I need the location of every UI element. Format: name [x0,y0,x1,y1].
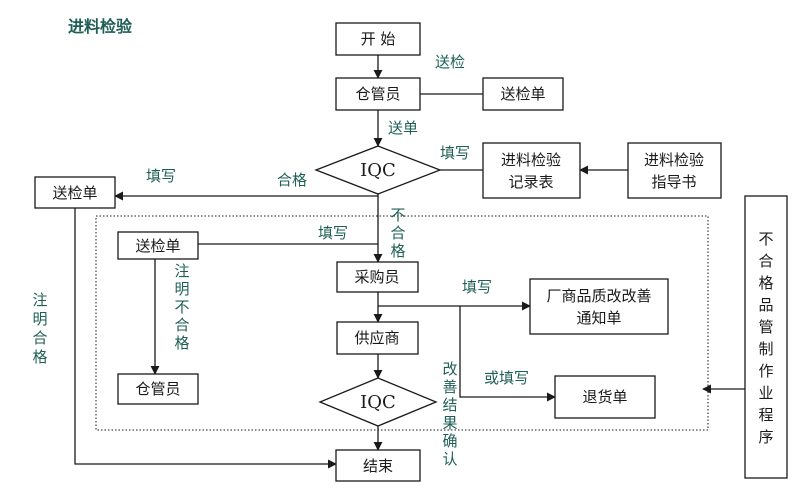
label-note-unqualified-char: 注 [174,262,189,280]
guide-book-label-1: 进料检验 [644,151,704,169]
inspection-form-right-label: 送检单 [500,85,545,103]
label-fill-inner: 填写 [318,224,348,242]
inspection-form-right-node: 送检单 [482,77,564,111]
procedure-char: 品 [758,296,773,314]
improvement-notice-label-1: 厂商品质改改善 [546,287,651,305]
guide-book-node: 进料检验 指导书 [627,142,722,199]
inspection-form-left-node: 送检单 [34,176,116,209]
label-fill-record: 填写 [440,144,470,162]
label-improve-confirm-char: 确 [442,432,457,450]
label-send-inspect: 送检 [435,53,465,71]
label-improve-confirm-char: 结 [442,396,457,414]
label-note-qualified-char: 格 [32,348,47,366]
label-note-unqualified-char: 明 [174,280,189,298]
warehouse-keeper-inner-label: 仓管员 [135,380,180,398]
label-note-qualified-char: 合 [32,329,47,347]
procedure-char: 制 [758,340,773,358]
label-note-qualified-char: 明 [32,310,47,328]
procedure-char: 管 [758,318,773,336]
purchaser-node: 采购员 [336,261,419,293]
improvement-notice-label-2: 通知单 [576,309,621,327]
start-node: 开 始 [335,22,421,56]
arrow-left-form-to-end [74,208,337,469]
procedure-char: 程 [758,406,773,424]
inspection-form-inner-node: 送检单 [117,231,199,260]
inspection-form-left-label: 送检单 [52,184,97,202]
iqc-first-decision: IQC [314,145,442,195]
procedure-char: 序 [758,428,773,446]
record-table-node: 进料检验 记录表 [482,142,581,199]
purchaser-label: 采购员 [354,268,399,286]
nonconforming-region [95,215,709,431]
supplier-node: 供应商 [336,321,419,355]
label-unqualified: 不合格 [390,206,405,260]
warehouse-keeper-node: 仓管员 [335,77,421,111]
label-note-unqualified-char: 格 [174,334,189,352]
procedure-char: 合 [758,252,773,270]
arrow-iqc-qualified [114,191,379,201]
arrow-to-return-form [459,306,556,402]
supplier-label: 供应商 [354,329,399,347]
iqc-second-decision: IQC [318,377,438,427]
label-qualified: 合格 [277,171,307,189]
record-table-label-2: 记录表 [508,173,553,191]
page-title: 进料检验 [68,17,133,36]
iqc-second-label: IQC [360,392,396,413]
label-improve-confirm-char: 善 [442,378,457,396]
label-fill-improve: 填写 [462,278,492,296]
label-or-fill: 或填写 [484,369,529,387]
iqc-first-label: IQC [360,160,396,181]
start-node-label: 开 始 [361,30,396,48]
warehouse-keeper-label: 仓管员 [355,85,400,103]
label-send-form: 送单 [388,119,418,137]
label-unqualified-char: 不 [390,206,405,224]
procedure-char: 业 [758,384,773,402]
label-unqualified-char: 合 [390,224,405,242]
guide-book-label-2: 指导书 [651,173,696,191]
procedure-char: 不 [758,230,773,248]
return-form-node: 退货单 [554,375,656,419]
label-unqualified-char: 格 [390,242,405,260]
improvement-notice-node: 厂商品质改改善 通知单 [529,278,669,335]
warehouse-keeper-inner-node: 仓管员 [117,373,199,405]
procedure-char: 作 [758,362,773,380]
label-note-unqualified-char: 合 [174,316,189,334]
label-fill-left: 填写 [146,167,176,185]
record-table-label-1: 进料检验 [501,151,561,169]
end-node: 结束 [335,449,421,482]
label-note-qualified-char: 注 [32,291,47,309]
inspection-form-inner-label: 送检单 [135,237,180,255]
label-improve-confirm-char: 认 [442,450,457,468]
return-form-label: 退货单 [582,388,627,406]
procedure-char: 格 [758,274,773,292]
label-improve-confirm-char: 改 [442,360,457,378]
end-node-label: 结束 [363,457,393,475]
label-note-unqualified-char: 不 [174,298,189,316]
label-improve-confirm-char: 果 [442,414,457,432]
